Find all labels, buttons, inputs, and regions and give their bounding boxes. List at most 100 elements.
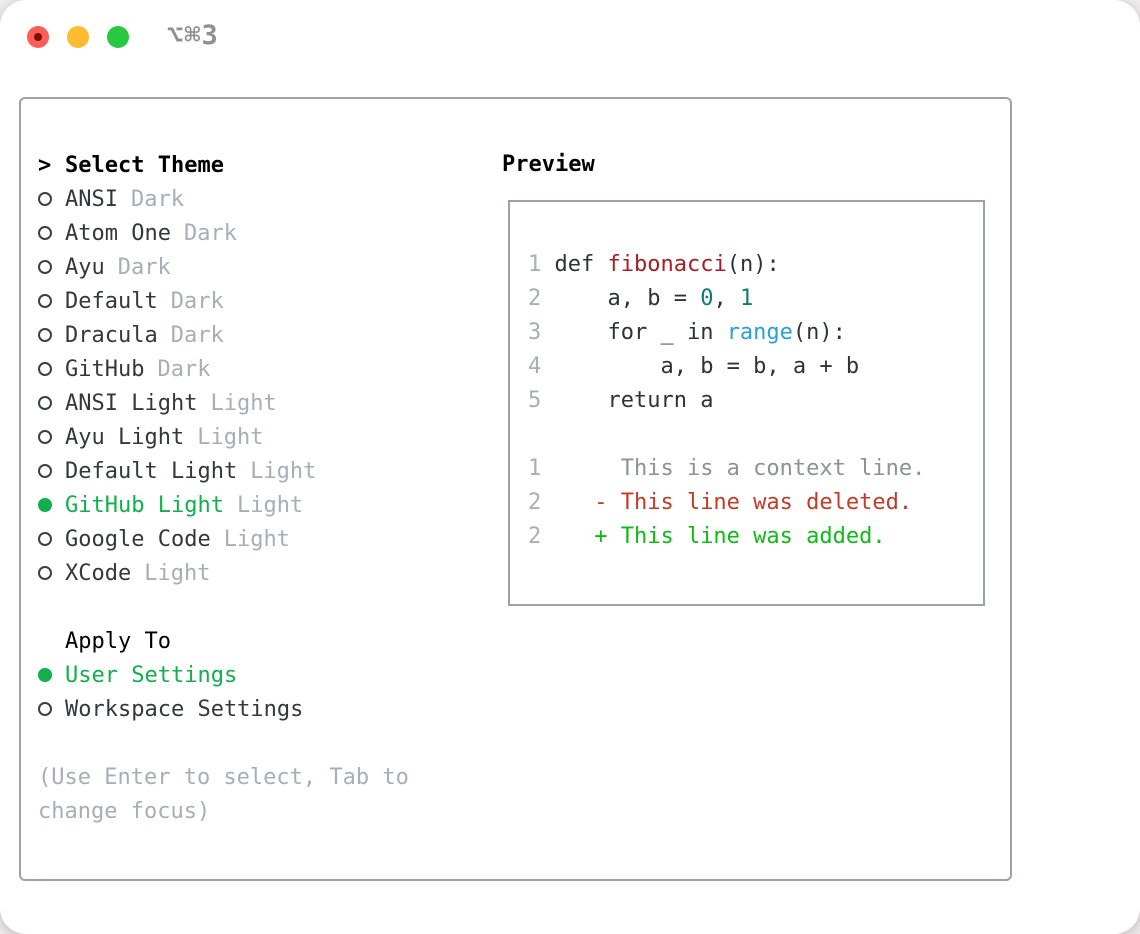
- variant-tag: Dark: [117, 254, 171, 280]
- theme-option-github-light-label: GitHub Light: [65, 492, 224, 518]
- theme-option-ansi-light-label: ANSI Light: [65, 390, 198, 416]
- radio-cell: [38, 532, 65, 546]
- code-token: a, b =: [541, 286, 701, 311]
- close-button[interactable]: [27, 26, 49, 48]
- theme-option-ayu-light[interactable]: Ayu Light Light: [38, 420, 409, 454]
- theme-option-default-light-label: Default Light: [65, 458, 238, 484]
- radio-cell: [38, 362, 65, 376]
- preview-title: Preview: [502, 152, 595, 177]
- radio-unselected-icon: [38, 702, 52, 716]
- apply-option-user-settings-label: User Settings: [65, 662, 238, 688]
- line-number: 1: [528, 252, 542, 277]
- theme-option-default[interactable]: Default Dark: [38, 284, 409, 318]
- theme-option-atom-one-label: Atom One: [65, 220, 171, 246]
- code-line: 4 a, b = b, a + b: [528, 350, 983, 384]
- code-line: 3 for _ in range(n):: [528, 316, 983, 350]
- theme-option-ansi-label: ANSI: [65, 186, 118, 212]
- blank-line: [528, 418, 983, 452]
- variant-tag: Light: [144, 560, 211, 586]
- radio-cell: [38, 668, 65, 682]
- line-number: 2: [528, 524, 542, 549]
- radio-cell: [38, 498, 65, 512]
- line-number: 1: [528, 456, 542, 481]
- code-token: + This line was added.: [541, 524, 886, 549]
- apply-option-user-settings[interactable]: User Settings: [38, 658, 409, 692]
- code-token: for _ in: [541, 320, 727, 345]
- title-bar: ⌥⌘3: [0, 0, 1140, 74]
- theme-option-ansi-light[interactable]: ANSI Light Light: [38, 386, 409, 420]
- hint-line-1: (Use Enter to select, Tab to: [38, 760, 409, 794]
- theme-option-ayu-light-label: Ayu Light: [65, 424, 185, 450]
- radio-cell: [38, 328, 65, 342]
- zoom-button[interactable]: [107, 26, 129, 48]
- code-token: ,: [713, 286, 740, 311]
- variant-tag: Light: [210, 390, 277, 416]
- radio-unselected-icon: [38, 226, 52, 240]
- radio-cell: [38, 566, 65, 580]
- window-title: ⌥⌘3: [167, 20, 219, 51]
- variant-tag: Dark: [130, 186, 184, 212]
- apply-option-workspace-settings-label: Workspace Settings: [65, 696, 304, 722]
- apply-to-header: Apply To: [38, 624, 409, 658]
- minimize-button[interactable]: [67, 26, 89, 48]
- code-line: 1 def fibonacci(n):: [528, 248, 983, 282]
- code-token: a, b = b, a + b: [541, 354, 860, 379]
- code-token: 1: [739, 286, 754, 311]
- code-token: def: [541, 252, 608, 277]
- radio-unselected-icon: [38, 362, 52, 376]
- radio-cell: [38, 260, 65, 274]
- close-dot-icon: [34, 33, 42, 41]
- radio-selected-icon: [38, 498, 52, 512]
- hint-line-2-label: change focus): [38, 798, 211, 824]
- radio-cell: [38, 464, 65, 478]
- diff-line: 2 - This line was deleted.: [528, 486, 983, 520]
- theme-menu-header: >Select Theme: [38, 148, 409, 182]
- diff-line: 1 This is a context line.: [528, 452, 983, 486]
- code-line: 5 return a: [528, 384, 983, 418]
- theme-option-github-label: GitHub: [65, 356, 145, 382]
- line-number: 2: [528, 286, 542, 311]
- theme-option-default-label: Default: [65, 288, 158, 314]
- code-token: 0: [700, 286, 714, 311]
- hint-line-1-label: (Use Enter to select, Tab to: [38, 764, 409, 790]
- apply-option-workspace-settings[interactable]: Workspace Settings: [38, 692, 409, 726]
- radio-unselected-icon: [38, 430, 52, 444]
- theme-option-ansi[interactable]: ANSI Dark: [38, 182, 409, 216]
- radio-unselected-icon: [38, 260, 52, 274]
- code-line: 2 a, b = 0, 1: [528, 282, 983, 316]
- line-number: 3: [528, 320, 542, 345]
- apply-to-header-label: Apply To: [65, 628, 171, 654]
- code-token: range: [726, 320, 793, 345]
- hint-line-2: change focus): [38, 794, 409, 828]
- theme-option-xcode-label: XCode: [65, 560, 132, 586]
- theme-option-github[interactable]: GitHub Dark: [38, 352, 409, 386]
- code-token: return a: [541, 388, 714, 413]
- radio-unselected-icon: [38, 396, 52, 410]
- radio-unselected-icon: [38, 566, 52, 580]
- line-number: 5: [528, 388, 542, 413]
- variant-tag: Dark: [170, 322, 224, 348]
- variant-tag: Dark: [183, 220, 237, 246]
- radio-cell: [38, 192, 65, 206]
- theme-option-xcode[interactable]: XCode Light: [38, 556, 409, 590]
- theme-option-atom-one[interactable]: Atom One Dark: [38, 216, 409, 250]
- theme-menu-header-label: Select Theme: [65, 152, 224, 178]
- line-number: 2: [528, 490, 542, 515]
- radio-unselected-icon: [38, 464, 52, 478]
- radio-cell: [38, 396, 65, 410]
- variant-tag: Dark: [170, 288, 224, 314]
- variant-tag: Light: [197, 424, 264, 450]
- code-token: - This line was deleted.: [541, 490, 913, 515]
- radio-unselected-icon: [38, 532, 52, 546]
- variant-tag: Dark: [157, 356, 211, 382]
- line-number: 4: [528, 354, 542, 379]
- radio-cell: [38, 430, 65, 444]
